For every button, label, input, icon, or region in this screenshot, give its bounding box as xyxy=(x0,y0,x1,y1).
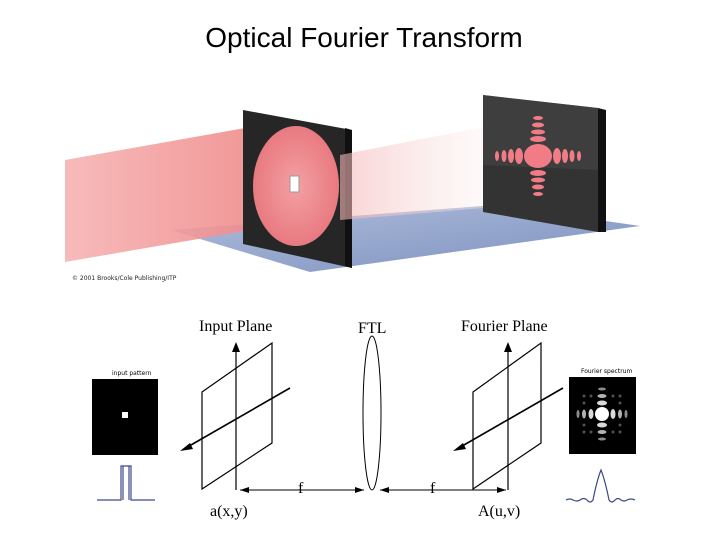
output-function-label: A(u,v) xyxy=(478,503,521,520)
sinc-profile-plot xyxy=(565,468,636,503)
input-pattern-caption: input pattern xyxy=(112,370,152,377)
transmitted-beam xyxy=(340,120,520,220)
incoming-beam xyxy=(65,125,262,262)
fourier-plane-label: Fourier Plane xyxy=(461,318,548,335)
ftl-label: FTL xyxy=(358,320,387,337)
input-aperture-square xyxy=(289,175,300,193)
page-title: Optical Fourier Transform xyxy=(205,22,523,53)
fourier-spectrum-thumbnail xyxy=(569,377,636,454)
diffraction-pattern xyxy=(495,116,581,196)
focal-length-right: f xyxy=(430,480,436,497)
fourier-plane-frame xyxy=(472,341,542,491)
input-plane-frame xyxy=(201,341,273,491)
input-plane-schematic xyxy=(180,341,291,491)
input-function-label: a(x,y) xyxy=(210,503,248,520)
fourier-plane-schematic xyxy=(453,341,564,491)
focal-length-left: f xyxy=(298,480,304,497)
input-plane-label: Input Plane xyxy=(199,318,273,335)
input-pattern-thumbnail xyxy=(92,379,158,455)
optical-illustration xyxy=(65,95,640,272)
copyright-text: © 2001 Brooks/Cole Publishing/ITP xyxy=(72,275,177,282)
ftl-lens xyxy=(362,335,382,491)
focal-arrows xyxy=(240,487,506,493)
fourier-spectrum-caption: Fourier spectrum xyxy=(581,368,633,375)
input-profile-plot xyxy=(97,465,155,501)
